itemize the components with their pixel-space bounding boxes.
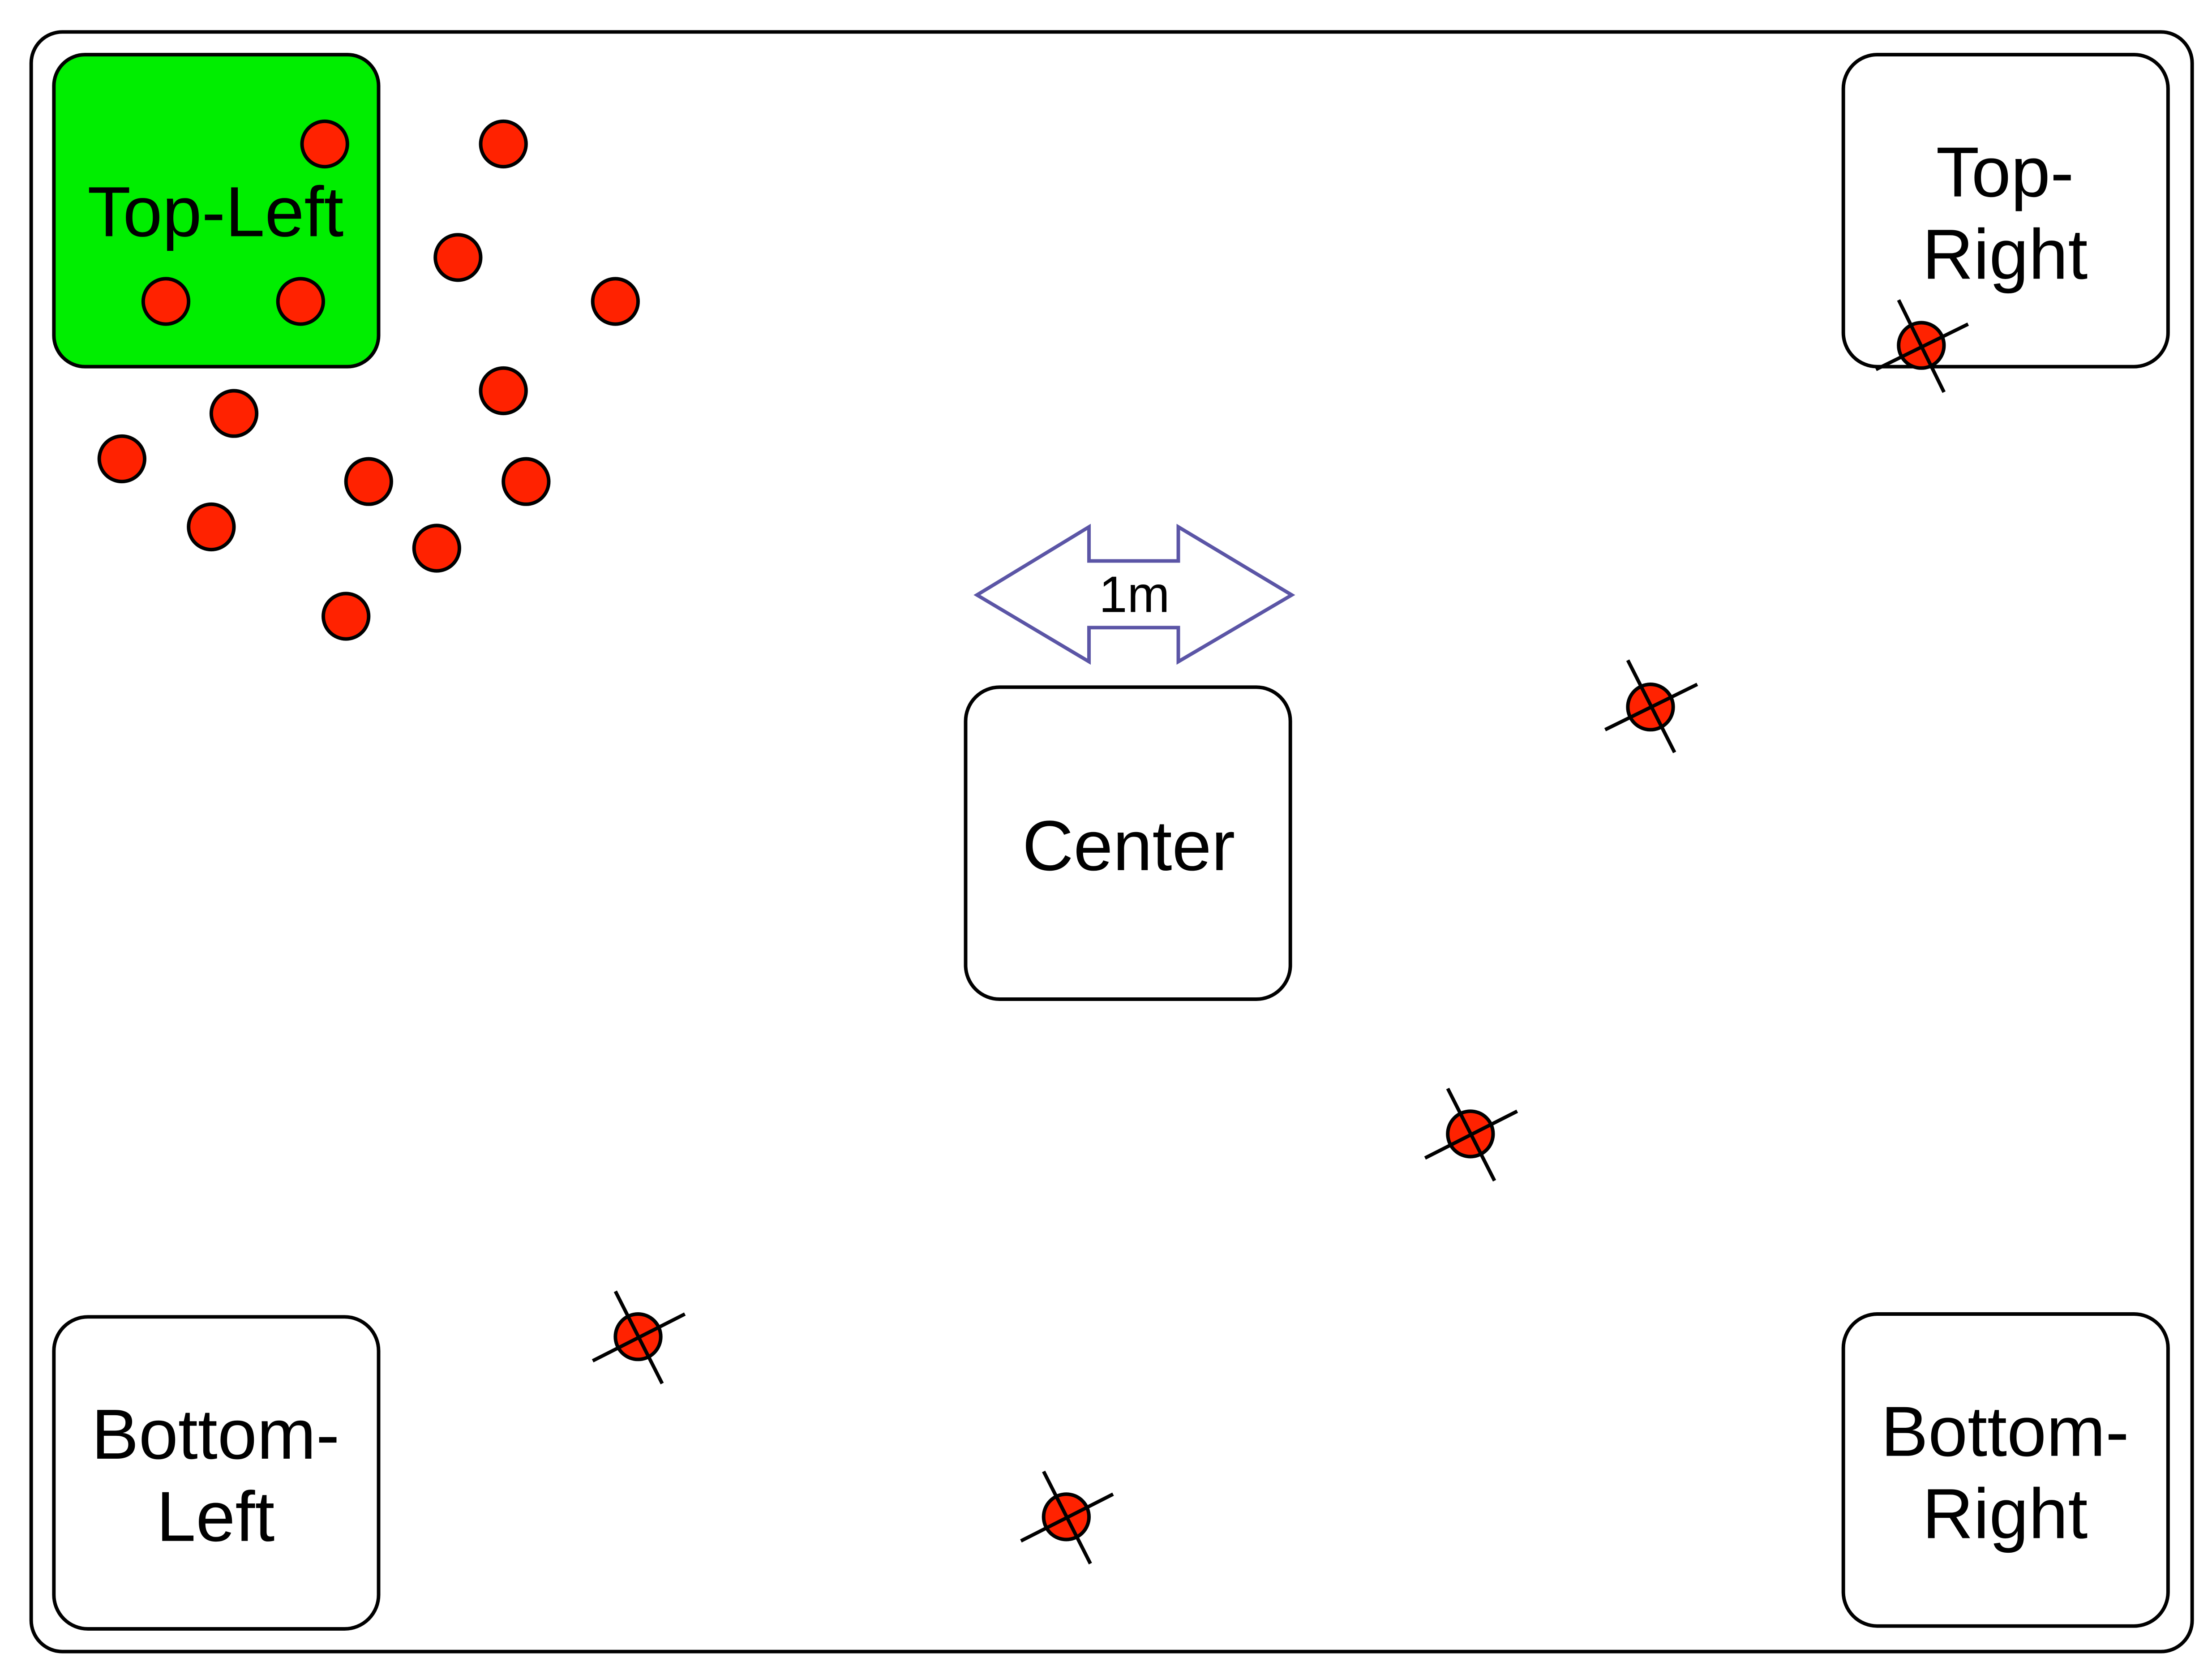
zone-top-left: Top-Left xyxy=(52,53,381,369)
cross-out-icon xyxy=(1875,322,1969,371)
crossed-markers xyxy=(592,299,1969,1565)
zone-bottom-right-label-line1: Bottom- xyxy=(1881,1392,2129,1471)
plain-markers xyxy=(97,119,640,641)
marker-dot xyxy=(187,502,236,552)
crossed-marker xyxy=(1604,659,1698,753)
zone-top-right-box xyxy=(1841,53,2170,369)
marker-dot xyxy=(591,277,640,326)
zone-center-box xyxy=(964,685,1292,1001)
zone-center-label: Center xyxy=(1022,806,1235,885)
crossed-marker xyxy=(1424,1087,1518,1182)
zone-top-right: Top- Right xyxy=(1841,53,2170,369)
zone-bottom-right-label-line2: Right xyxy=(1922,1474,2088,1553)
crossed-marker xyxy=(592,1290,686,1384)
marker-dot xyxy=(276,277,325,326)
zone-top-right-label-line2: Right xyxy=(1922,215,2088,294)
marker-dot xyxy=(141,277,191,326)
zone-top-right-label-line1: Top- xyxy=(1936,133,2074,212)
marker-dot xyxy=(479,119,528,169)
zone-bottom-left-label-line2: Left xyxy=(156,1477,274,1556)
cross-out-icon xyxy=(1424,1109,1518,1160)
marker-dot xyxy=(479,366,528,416)
zone-top-left-label: Top-Left xyxy=(87,172,343,251)
crossed-marker xyxy=(1020,1470,1114,1565)
marker-dot xyxy=(300,119,349,169)
zone-bottom-left: Bottom- Left xyxy=(52,1315,381,1631)
scale-double-arrow-icon xyxy=(973,524,1295,665)
zone-bottom-left-box xyxy=(52,1315,381,1631)
marker-dot xyxy=(502,457,551,506)
zone-bottom-right: Bottom- Right xyxy=(1841,1312,2170,1628)
cross-out-icon xyxy=(1604,683,1698,731)
marker-dot xyxy=(322,592,371,641)
marker-dot xyxy=(433,233,483,282)
cross-out-icon xyxy=(1020,1492,1114,1543)
marker-dot xyxy=(209,389,259,438)
marker-dot xyxy=(97,434,146,484)
zone-center: Center xyxy=(964,685,1292,1001)
scale-indicator: 1m xyxy=(973,524,1295,665)
crossed-marker xyxy=(1875,299,1969,393)
zone-bottom-left-label-line1: Bottom- xyxy=(91,1395,339,1474)
marker-dot xyxy=(412,524,461,573)
cross-out-icon xyxy=(592,1312,686,1363)
zone-bottom-right-box xyxy=(1841,1312,2170,1628)
scale-label: 1m xyxy=(1099,567,1170,623)
marker-dot xyxy=(344,457,393,506)
